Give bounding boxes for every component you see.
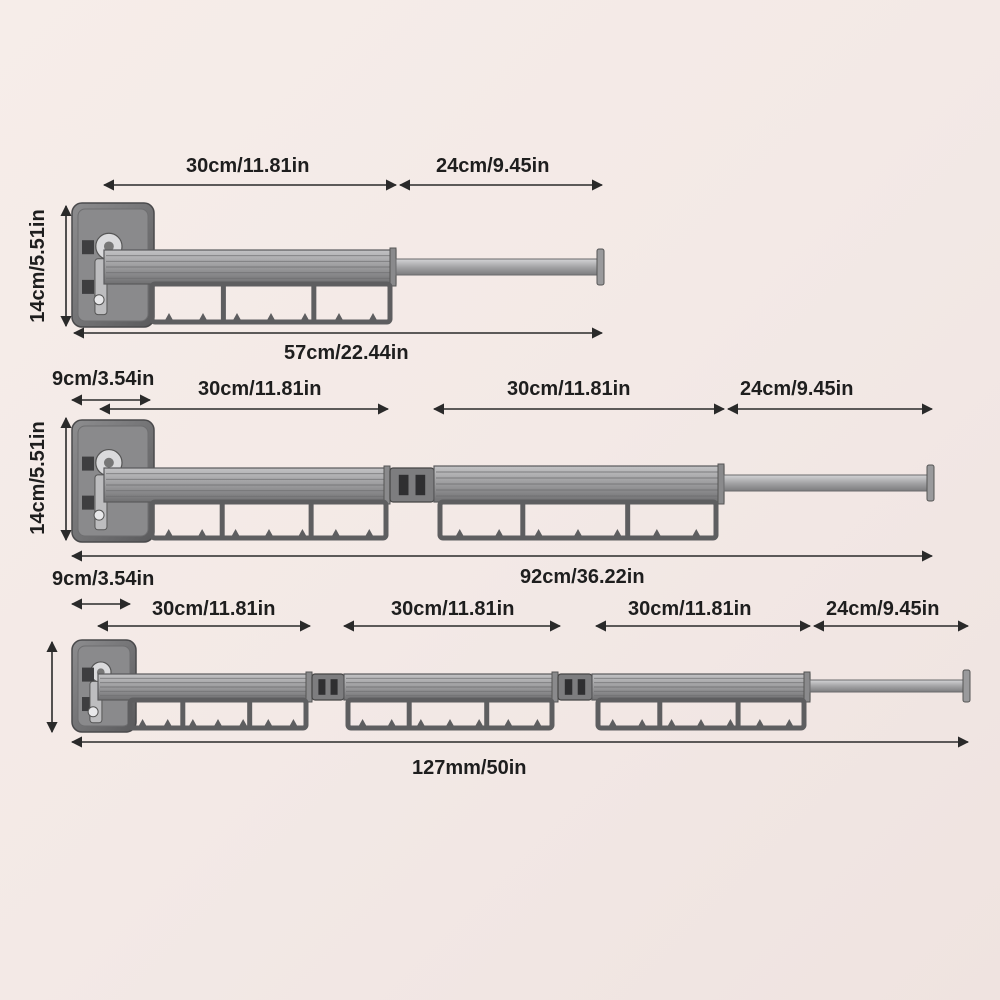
v3-folding-joint-1 <box>311 673 345 701</box>
v2-folding-joint <box>389 467 435 503</box>
v3-segment-3-label: 30cm/11.81in <box>628 598 752 620</box>
v3-segment-2-label: 30cm/11.81in <box>391 598 515 620</box>
v3-hook-rail-2 <box>345 697 555 731</box>
v3-segment-4-label: 24cm/9.45in <box>826 598 940 620</box>
v1-arm-section <box>103 247 397 287</box>
v3-mount-label: 9cm/3.54in <box>52 568 155 590</box>
v2-mount-label: 9cm/3.54in <box>52 368 155 390</box>
v2-arm-section-2 <box>433 463 725 505</box>
v3-hook-rail-1 <box>127 697 309 731</box>
v3-arm-section-2 <box>343 671 559 703</box>
v2-arm-section-1 <box>103 465 391 505</box>
v1-segment-2-label: 24cm/9.45in <box>436 155 550 177</box>
v2-hook-rail-1 <box>149 499 389 541</box>
v3-hook-rail-3 <box>595 697 807 731</box>
v2-hook-rail-2 <box>437 499 719 541</box>
v1-segment-1-label: 30cm/11.81in <box>186 155 310 177</box>
v3-folding-joint-2 <box>557 673 593 701</box>
v2-total-label: 92cm/36.22in <box>520 566 645 588</box>
v1-extension-rod <box>395 248 605 286</box>
v1-total-label: 57cm/22.44in <box>284 342 409 364</box>
v3-total-label: 127mm/50in <box>412 757 527 779</box>
v2-segment-3-label: 24cm/9.45in <box>740 378 854 400</box>
v2-height-label: 14cm/5.51in <box>27 421 49 535</box>
v2-segment-1-label: 30cm/11.81in <box>198 378 322 400</box>
v2-extension-rod <box>723 464 935 502</box>
v1-hook-rail <box>149 281 393 325</box>
v3-extension-rod <box>809 669 971 703</box>
v2-segment-2-label: 30cm/11.81in <box>507 378 631 400</box>
v1-height-label: 14cm/5.51in <box>27 209 49 323</box>
v3-segment-1-label: 30cm/11.81in <box>152 598 276 620</box>
